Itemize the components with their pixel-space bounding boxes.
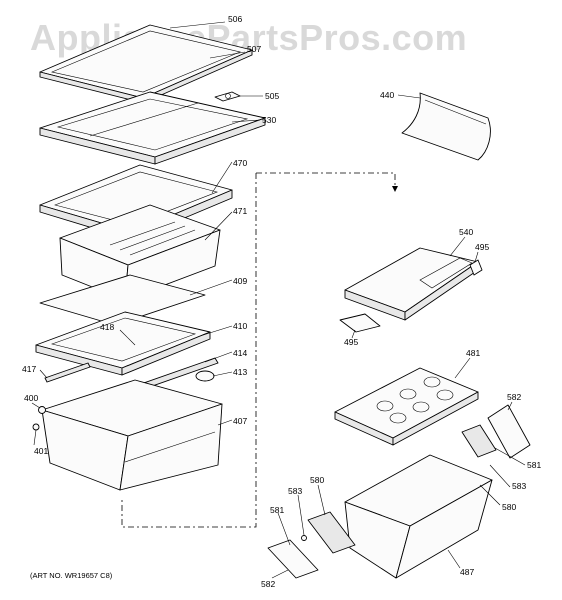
callout-580-left: 580 (310, 475, 324, 485)
part-580-bracket-left[interactable] (307, 511, 356, 554)
callout-418: 418 (100, 322, 114, 332)
callout-583-left: 583 (288, 486, 302, 496)
part-506-glass-shelf[interactable] (39, 24, 253, 104)
callout-417: 417 (22, 364, 36, 374)
part-470-pan-cover[interactable] (39, 164, 233, 241)
part-540-cover[interactable] (344, 247, 479, 321)
callout-471: 471 (233, 206, 247, 216)
part-495-clip-bottom[interactable] (339, 313, 381, 333)
callout-582-bottom: 582 (261, 579, 275, 589)
callout-583-right: 583 (512, 481, 526, 491)
part-583-screw-left[interactable] (301, 535, 307, 541)
callout-540: 540 (459, 227, 473, 237)
callout-495-top: 495 (475, 242, 489, 252)
part-413-roller[interactable] (195, 370, 215, 382)
callout-414: 414 (233, 348, 247, 358)
callout-507: 507 (247, 44, 261, 54)
part-582-insert-top[interactable] (487, 404, 531, 459)
callout-409: 409 (233, 276, 247, 286)
part-410-frame[interactable] (35, 311, 211, 376)
callout-582-top: 582 (507, 392, 521, 402)
part-481-pan-cover[interactable] (334, 367, 479, 446)
part-582-insert-bottom[interactable] (267, 539, 319, 579)
assembly-path-top (256, 172, 396, 188)
callout-401: 401 (34, 446, 48, 456)
art-number: (ART NO. WR19657 C8) (30, 571, 113, 580)
callout-407: 407 (233, 416, 247, 426)
callout-581-left: 581 (270, 505, 284, 515)
callout-440: 440 (380, 90, 394, 100)
assembly-arrow (392, 186, 398, 192)
callout-581-right: 581 (527, 460, 541, 470)
callout-481: 481 (466, 348, 480, 358)
part-409-glass[interactable] (39, 274, 206, 326)
part-407-drawer[interactable] (41, 379, 223, 491)
callout-530: 530 (262, 115, 276, 125)
part-400-cap[interactable] (38, 406, 46, 414)
callout-470: 470 (233, 158, 247, 168)
callout-410: 410 (233, 321, 247, 331)
callout-505: 505 (265, 91, 279, 101)
part-530-shelf-frame[interactable] (39, 91, 266, 165)
callout-506: 506 (228, 14, 242, 24)
callout-487: 487 (460, 567, 474, 577)
callout-413: 413 (233, 367, 247, 377)
part-505-clip[interactable] (214, 91, 241, 102)
callout-580-right: 580 (502, 502, 516, 512)
part-581-bracket-right[interactable] (461, 424, 497, 458)
part-401-screw[interactable] (32, 423, 40, 431)
part-487-pan[interactable] (344, 454, 493, 579)
part-440-deflector[interactable] (401, 92, 491, 161)
callout-495-bottom: 495 (344, 337, 358, 347)
callout-400: 400 (24, 393, 38, 403)
leader-lines (31, 21, 526, 579)
part-417-rail[interactable] (44, 362, 91, 383)
assembly-path-left (121, 173, 257, 528)
